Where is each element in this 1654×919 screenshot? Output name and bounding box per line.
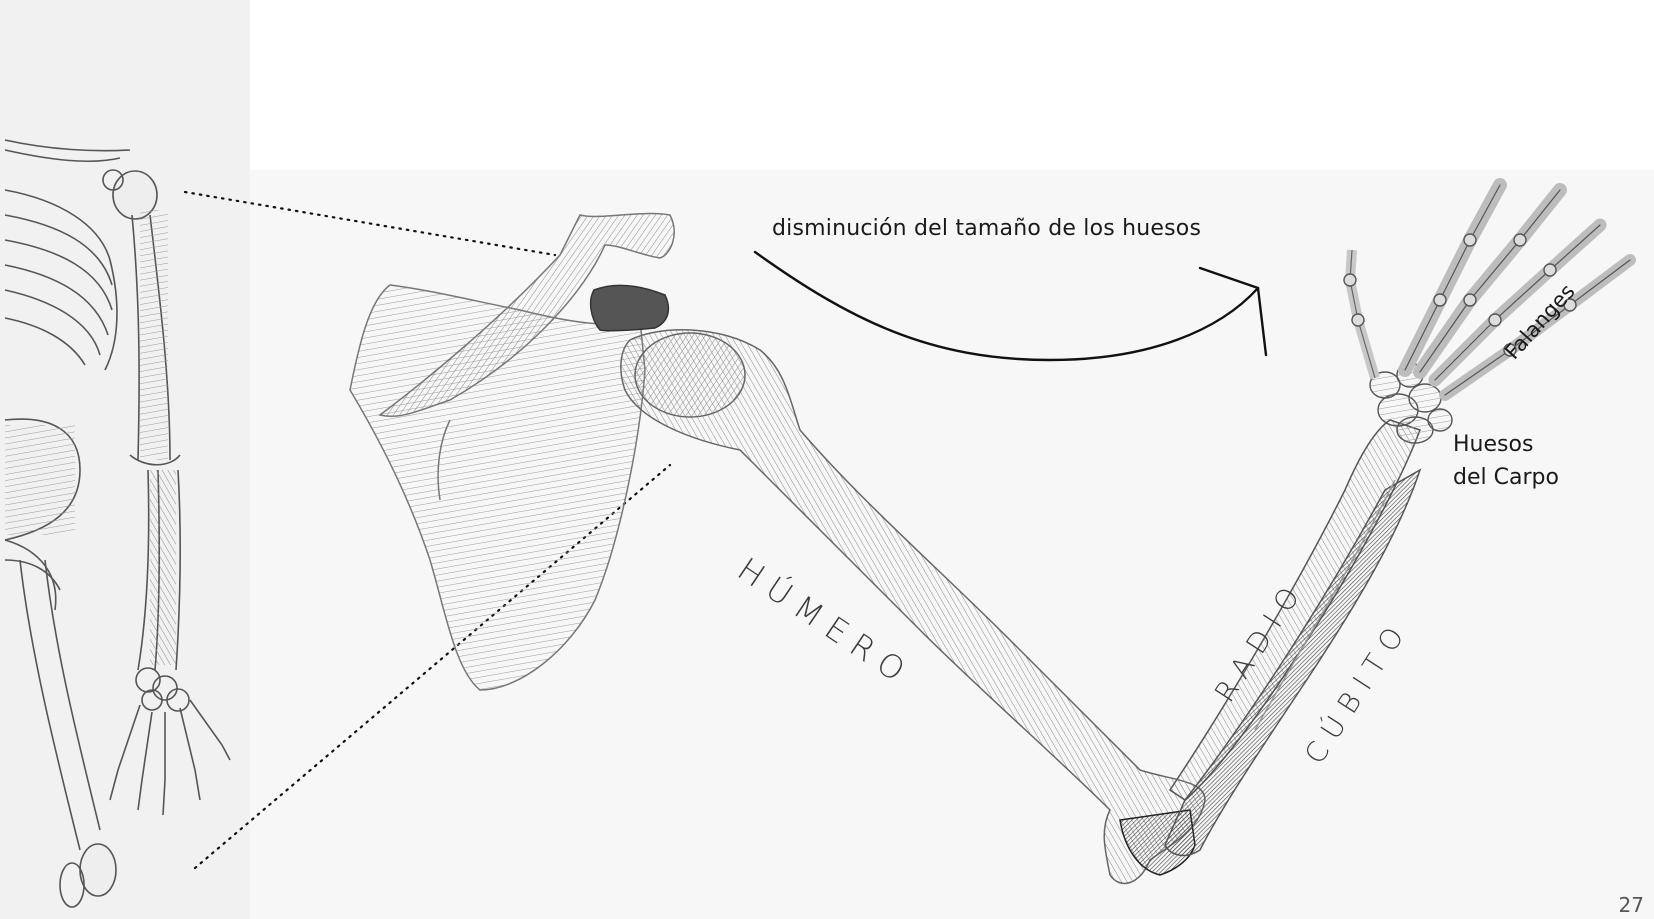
- carpal-label-line-1: Huesos: [1453, 428, 1613, 461]
- carpal-label-line-2: del Carpo: [1453, 461, 1613, 494]
- carpal-bones-label: Huesos del Carpo: [1453, 428, 1613, 494]
- page-number: 27: [1619, 893, 1644, 917]
- size-reduction-caption: disminución del tamaño de los huesos: [772, 216, 1201, 241]
